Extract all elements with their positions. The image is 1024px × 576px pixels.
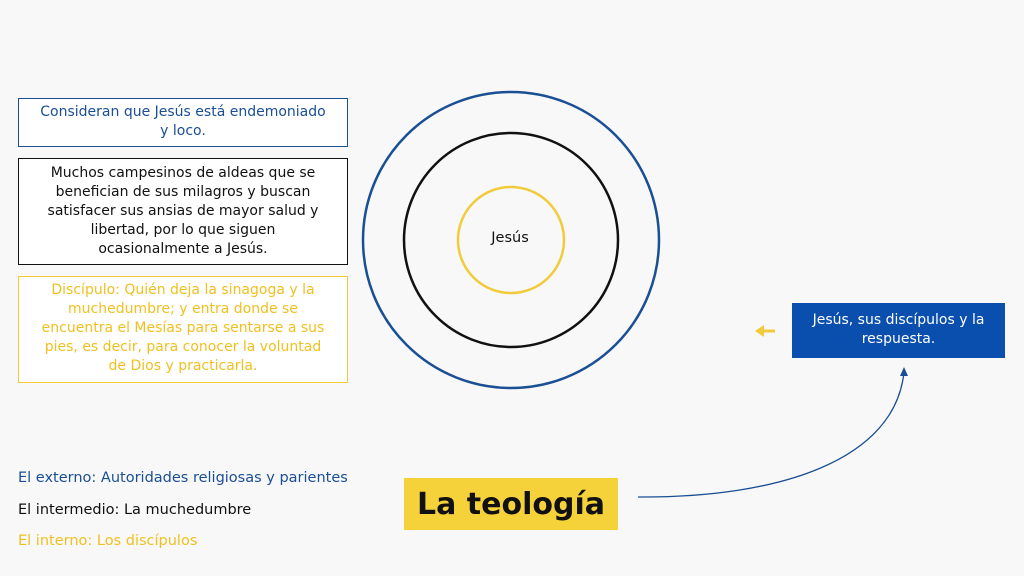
connector-curve [637, 371, 905, 498]
intermediate-circle-description: Muchos campesinos de aldeas que se benef… [18, 158, 348, 265]
legend-internal: El interno: Los discípulos [18, 533, 198, 549]
outer-ring [361, 90, 661, 390]
connector-arrowhead-icon [900, 367, 908, 376]
internal-circle-description: Discípulo: Quién deja la sinagoga y la m… [18, 276, 348, 383]
middle-ring [402, 131, 620, 349]
external-circle-description: Consideran que Jesús está endemoniado y … [18, 98, 348, 147]
title-box: La teología [404, 478, 618, 530]
legend-external: El externo: Autoridades religiosas y par… [18, 470, 348, 486]
legend-intermediate: El intermedio: La muchedumbre [18, 502, 252, 518]
answer-box: Jesús, sus discípulos y la respuesta. [792, 303, 1005, 358]
left-arrow-icon [755, 325, 775, 337]
inner-ring [456, 185, 566, 295]
center-label: Jesús [491, 230, 529, 246]
